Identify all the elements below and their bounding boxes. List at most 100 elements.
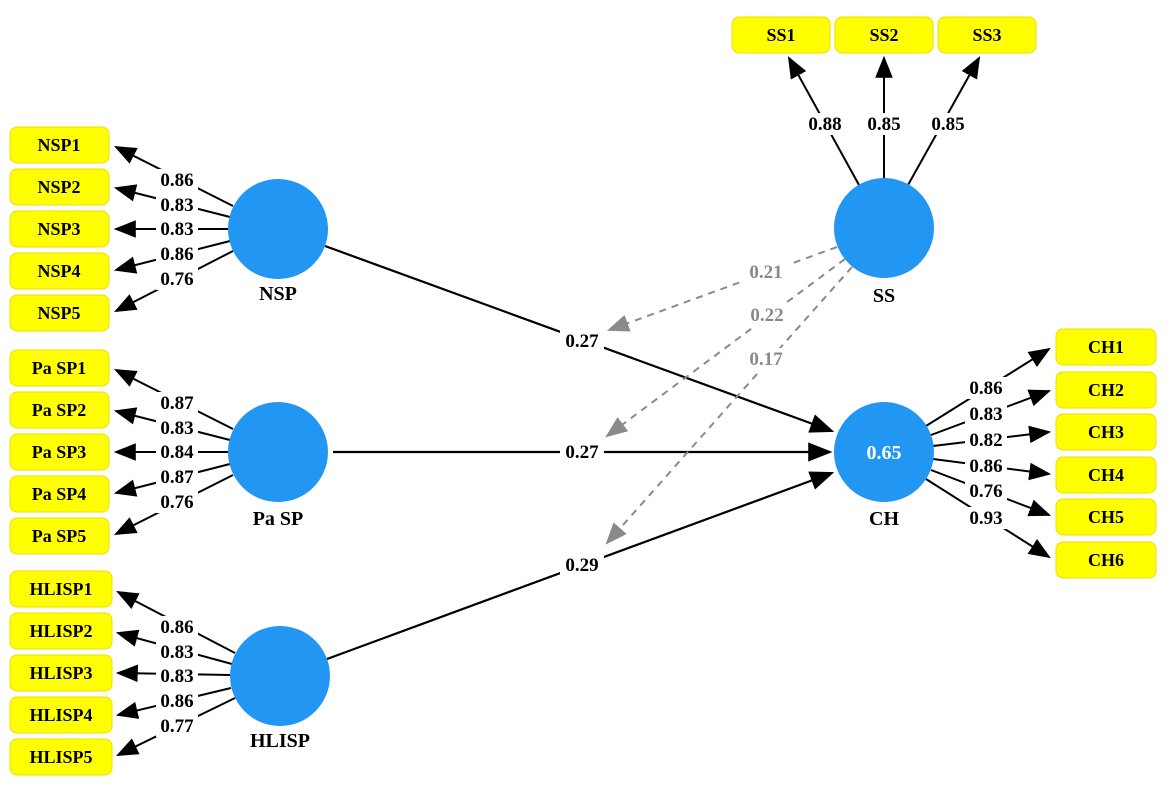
- indicator-box-nsp4: NSP4: [9, 252, 110, 290]
- path-coefficient-pasp-ch: 0.27: [565, 442, 599, 463]
- loading-value: 0.83: [160, 418, 193, 439]
- loading-value: 0.76: [160, 492, 193, 513]
- loading-value: 0.88: [808, 114, 841, 135]
- measurement-pasp: Pa SP1 Pa SP2 Pa SP3 Pa SP4 Pa SP5 0.87 …: [9, 349, 328, 555]
- indicator-label: Pa SP2: [32, 400, 87, 420]
- indicator-label: Pa SP3: [32, 442, 87, 462]
- indicator-box-ch1: CH1: [1055, 328, 1157, 366]
- ch-loadings: 0.86 0.83 0.82 0.86 0.76 0.93: [965, 377, 1007, 529]
- moderation-coefficient-pasp-ch: 0.22: [750, 305, 783, 326]
- ch-r-squared-value: 0.65: [867, 442, 902, 464]
- moderation-path-lines: [605, 246, 853, 545]
- loading-value: 0.83: [160, 219, 193, 240]
- moderation-path-labels: 0.21 0.22 0.17: [743, 261, 790, 370]
- indicator-label: NSP4: [37, 261, 80, 281]
- latent-label-ch: CH: [869, 508, 899, 530]
- loading-value: 0.85: [931, 114, 964, 135]
- loading-value: 0.86: [969, 378, 1002, 399]
- path-coefficient-hlisp-ch: 0.29: [565, 555, 598, 576]
- latent-circle-hlisp: [230, 626, 330, 726]
- indicator-box-nsp2: NSP2: [9, 168, 110, 206]
- indicator-box-pasp5: Pa SP5: [9, 517, 110, 555]
- indicator-label: HLISP4: [29, 705, 92, 725]
- indicator-label: NSP5: [37, 303, 80, 323]
- indicator-label: HLISP1: [29, 579, 92, 599]
- indicator-box-nsp3: NSP3: [9, 210, 110, 248]
- loading-value: 0.86: [160, 691, 193, 712]
- indicator-label: CH6: [1088, 550, 1124, 570]
- measurement-nsp: NSP1 NSP2 NSP3 NSP4 NSP5 0.86 0.83 0.83 …: [9, 126, 328, 332]
- indicator-box-ch3: CH3: [1055, 413, 1157, 451]
- latent-circle-ss: [834, 178, 934, 278]
- loading-value: 0.83: [969, 404, 1002, 425]
- indicator-label: CH5: [1088, 507, 1124, 527]
- indicator-box-nsp1: NSP1: [9, 126, 110, 164]
- indicator-label: CH3: [1088, 422, 1124, 442]
- moderation-ss-on-pasp-ch: [605, 258, 846, 438]
- indicator-label: CH1: [1088, 337, 1124, 357]
- indicator-label: CH4: [1088, 465, 1124, 485]
- indicator-label: Pa SP1: [32, 358, 87, 378]
- loading-value: 0.85: [867, 114, 900, 135]
- loading-value: 0.86: [160, 244, 193, 265]
- nsp-loadings: 0.86 0.83 0.83 0.86 0.76: [156, 169, 198, 290]
- indicator-box-hlisp5: HLISP5: [9, 738, 113, 776]
- latent-circle-ch: [834, 402, 934, 502]
- indicator-box-pasp4: Pa SP4: [9, 475, 110, 513]
- measurement-hlisp: HLISP1 HLISP2 HLISP3 HLISP4 HLISP5 0.86 …: [9, 570, 330, 776]
- indicator-box-ch5: CH5: [1055, 498, 1157, 536]
- moderation-ss-on-hlisp-ch: [605, 266, 853, 545]
- indicator-box-hlisp3: HLISP3: [9, 654, 113, 692]
- loading-value: 0.86: [160, 617, 193, 638]
- moderation-coefficient-hlisp-ch: 0.17: [749, 349, 783, 370]
- moderation-coefficient-nsp-ch: 0.21: [749, 262, 782, 283]
- path-coefficient-nsp-ch: 0.27: [565, 331, 599, 352]
- loading-value: 0.86: [969, 456, 1002, 477]
- indicator-box-ch4: CH4: [1055, 456, 1157, 494]
- indicator-box-nsp5: NSP5: [9, 294, 110, 332]
- loading-value: 0.83: [160, 666, 193, 687]
- measurement-ch: CH1 CH2 CH3 CH4 CH5 CH6 0.86 0.83 0.82 0…: [834, 328, 1157, 579]
- latent-label-ss: SS: [873, 285, 895, 307]
- indicator-label: CH2: [1088, 380, 1124, 400]
- ss-loadings: 0.88 0.85 0.85: [804, 113, 969, 135]
- loading-value: 0.86: [160, 170, 193, 191]
- indicator-box-pasp1: Pa SP1: [9, 349, 110, 387]
- latent-label-nsp: NSP: [259, 283, 297, 305]
- indicator-box-ss1: SS1: [731, 16, 831, 54]
- structural-path-labels: 0.27 0.27 0.29: [560, 330, 604, 576]
- loading-value: 0.82: [969, 430, 1002, 451]
- loading-value: 0.84: [160, 442, 194, 463]
- moderation-ss-on-nsp-ch: [606, 246, 838, 332]
- indicator-box-pasp3: Pa SP3: [9, 433, 110, 471]
- loading-value: 0.83: [160, 195, 193, 216]
- hlisp-loadings: 0.86 0.83 0.83 0.86 0.77: [156, 616, 198, 737]
- indicator-label: SS1: [766, 25, 795, 45]
- indicator-label: Pa SP4: [32, 484, 87, 504]
- indicator-label: NSP2: [37, 177, 80, 197]
- pasp-loadings: 0.87 0.83 0.84 0.87 0.76: [156, 392, 198, 513]
- latent-label-hlisp: HLISP: [250, 730, 310, 752]
- latent-circle-pasp: [228, 402, 328, 502]
- latent-circle-nsp: [228, 179, 328, 279]
- indicator-label: HLISP3: [29, 663, 92, 683]
- indicator-label: HLISP2: [29, 621, 92, 641]
- indicator-box-ch2: CH2: [1055, 371, 1157, 409]
- indicator-label: Pa SP5: [32, 526, 87, 546]
- indicator-box-ss3: SS3: [937, 16, 1037, 54]
- indicator-label: SS2: [869, 25, 898, 45]
- indicator-box-hlisp2: HLISP2: [9, 612, 113, 650]
- loading-value: 0.76: [969, 481, 1002, 502]
- indicator-box-ch6: CH6: [1055, 541, 1157, 579]
- loading-value: 0.93: [969, 508, 1002, 529]
- indicator-label: HLISP5: [29, 747, 92, 767]
- indicator-box-hlisp1: HLISP1: [9, 570, 113, 608]
- indicator-label: NSP1: [37, 135, 80, 155]
- loading-value: 0.77: [160, 716, 194, 737]
- indicator-box-pasp2: Pa SP2: [9, 391, 110, 429]
- indicator-box-ss2: SS2: [834, 16, 934, 54]
- loading-value: 0.76: [160, 269, 193, 290]
- loading-value: 0.83: [160, 642, 193, 663]
